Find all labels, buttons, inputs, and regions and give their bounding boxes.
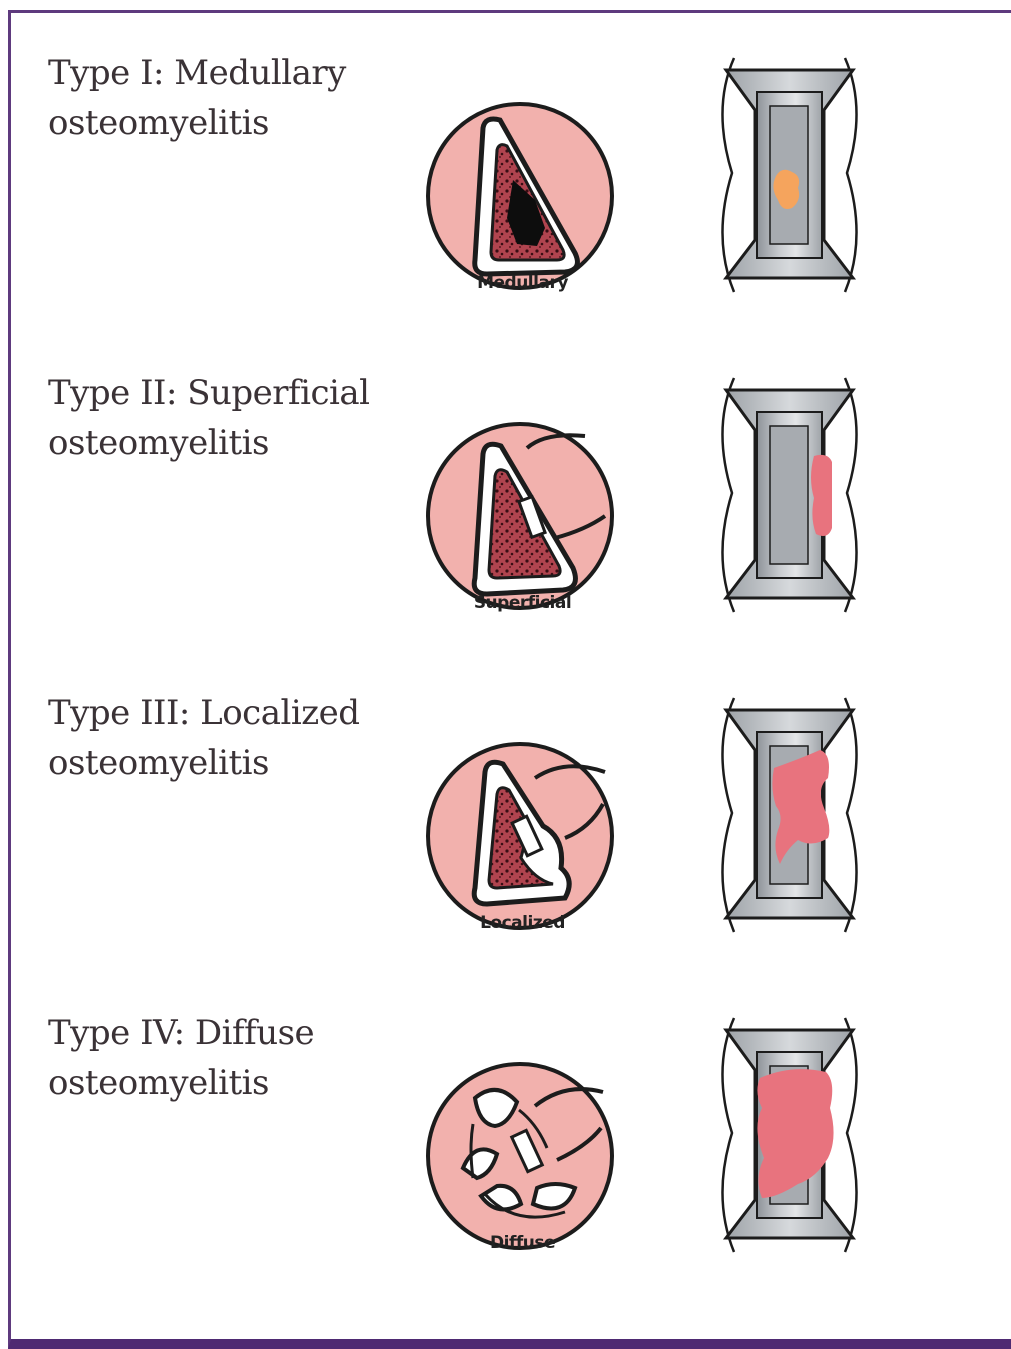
cross-section-label: Localized [425, 913, 620, 933]
type-title-line2: osteomyelitis [48, 738, 360, 788]
type-title: Type IV: Diffuse osteomyelitis [48, 1008, 314, 1108]
type-title: Type I: Medullary osteomyelitis [48, 48, 346, 148]
type-title-line1: Type II: Superficial [48, 368, 370, 418]
type-title-line1: Type III: Localized [48, 688, 360, 738]
type-title-line2: osteomyelitis [48, 1058, 314, 1108]
type-title-line2: osteomyelitis [48, 418, 370, 468]
cross-section-label: Diffuse [425, 1233, 620, 1253]
type-row-localized: Type III: Localized osteomyelitis Locali… [0, 688, 1011, 1008]
cross-section-label: Superficial [425, 593, 620, 613]
cross-section-label: Medullary [425, 273, 620, 293]
type-title: Type II: Superficial osteomyelitis [48, 368, 370, 468]
type-row-diffuse: Type IV: Diffuse osteomyelitis Diffuse [0, 1008, 1011, 1328]
type-title-line1: Type I: Medullary [48, 48, 346, 98]
type-title-line1: Type IV: Diffuse [48, 1008, 314, 1058]
type-row-medullary: Type I: Medullary osteomyelitis Medullar… [0, 48, 1011, 368]
long-bone-localized [712, 688, 867, 938]
long-bone-medullary [712, 48, 867, 298]
long-bone-superficial [712, 368, 867, 618]
long-bone-diffuse [712, 1008, 867, 1258]
type-title-line2: osteomyelitis [48, 98, 346, 148]
type-title: Type III: Localized osteomyelitis [48, 688, 360, 788]
type-row-superficial: Type II: Superficial osteomyelitis Super… [0, 368, 1011, 688]
